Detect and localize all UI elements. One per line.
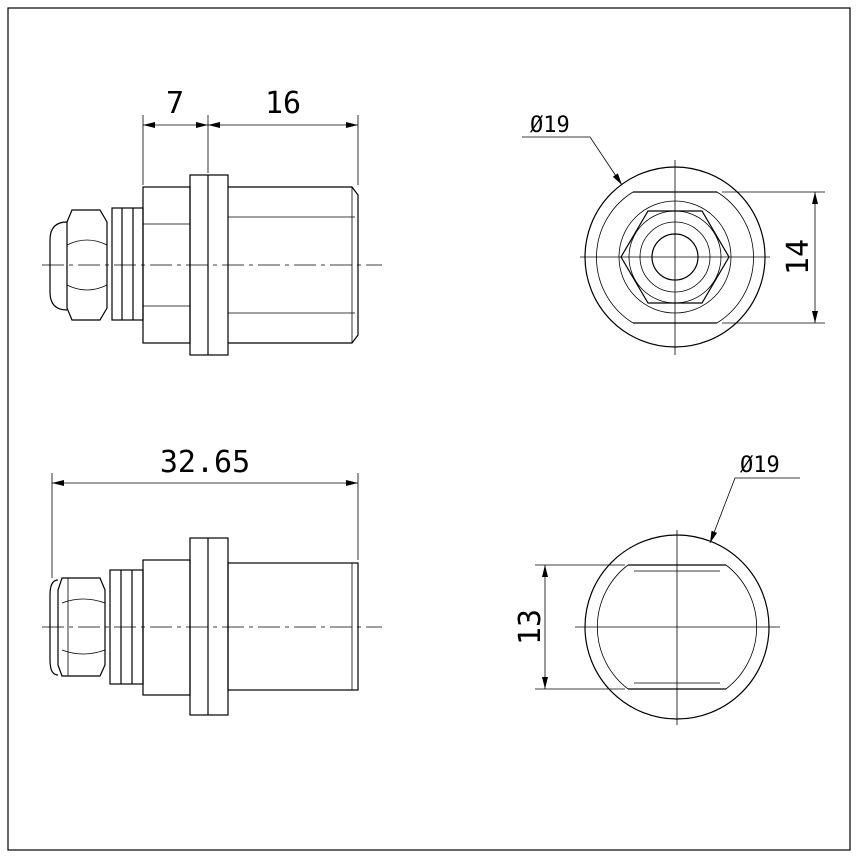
overall-length-label: 32.65 <box>160 445 250 480</box>
top-side-view: 7 16 <box>42 86 382 356</box>
top-end-view: 14 Ø19 <box>522 113 825 355</box>
drawing-border <box>7 7 851 851</box>
dim-body-label: 16 <box>265 86 301 121</box>
dim-flange-label: 7 <box>166 86 184 121</box>
bottom-side-view: 32.65 <box>42 445 382 716</box>
across-flats-13-label: 13 <box>513 609 548 645</box>
bottom-end-view: 13 Ø19 <box>513 453 800 725</box>
across-flats-14-label: 14 <box>781 239 816 275</box>
diameter-top-label: Ø19 <box>530 113 570 138</box>
diameter-bottom-label: Ø19 <box>740 453 780 478</box>
